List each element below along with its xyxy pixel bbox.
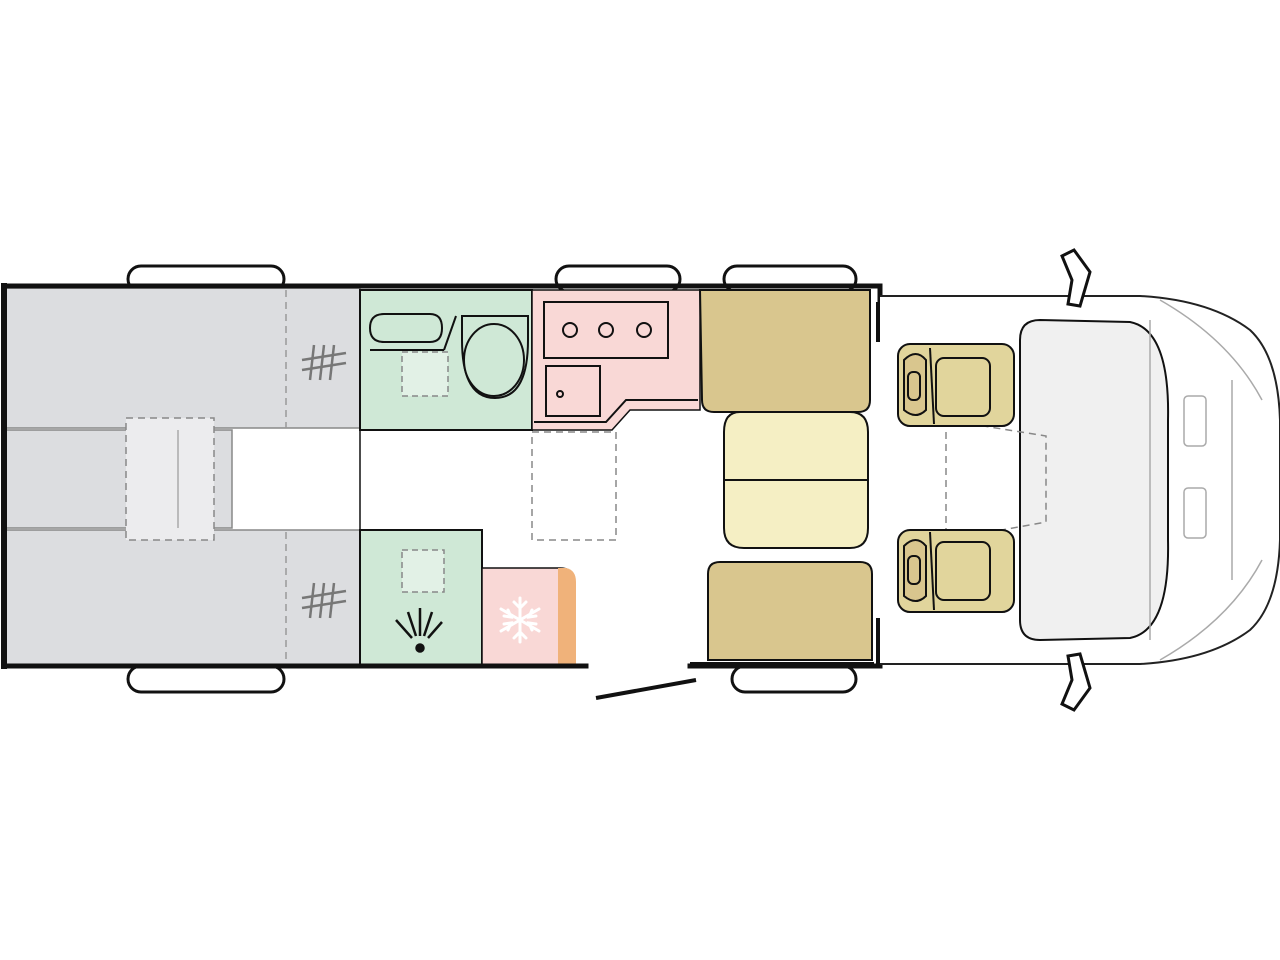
- rear-bed-area: [5, 287, 361, 667]
- mirror-right-icon: [1060, 652, 1092, 712]
- cab: [880, 248, 1280, 712]
- window-dinette-bottom: [730, 664, 858, 694]
- dinette: [690, 289, 874, 666]
- storage-hatch-icon: [301, 344, 347, 381]
- shower: [359, 529, 483, 667]
- sink-drain: [556, 390, 564, 398]
- wash-basin: [368, 313, 444, 343]
- dashboard-detail: [1149, 299, 1263, 661]
- bottom-windows: [126, 664, 858, 694]
- toilet: [463, 323, 525, 397]
- mirror-left-icon: [1060, 248, 1092, 308]
- burner: [636, 322, 652, 338]
- bed-cushion-insert: [125, 417, 215, 541]
- passenger-seat: [897, 343, 1015, 427]
- window-rear-bottom: [126, 664, 286, 694]
- bench-seat-upper: [698, 289, 871, 413]
- roof-vent: [401, 549, 445, 593]
- kitchen: [531, 289, 701, 541]
- storage-hatch-icon: [301, 582, 347, 619]
- body-outline: [1, 283, 883, 669]
- washroom: [359, 289, 533, 431]
- fridge-block: [481, 567, 576, 667]
- snowflake-icon: [499, 596, 541, 644]
- bench-seat-lower: [707, 561, 873, 661]
- burner: [562, 322, 578, 338]
- roof-vent: [401, 351, 449, 397]
- wardrobe: [558, 568, 576, 666]
- shower-head-icon: [395, 608, 443, 653]
- burner: [598, 322, 614, 338]
- entrance-door: [595, 678, 697, 700]
- hob-3-burner: [543, 301, 669, 359]
- kitchen-floor-hatch: [531, 431, 617, 541]
- windscreen: [1019, 318, 1170, 642]
- driver-seat: [897, 529, 1015, 613]
- sink: [545, 365, 601, 417]
